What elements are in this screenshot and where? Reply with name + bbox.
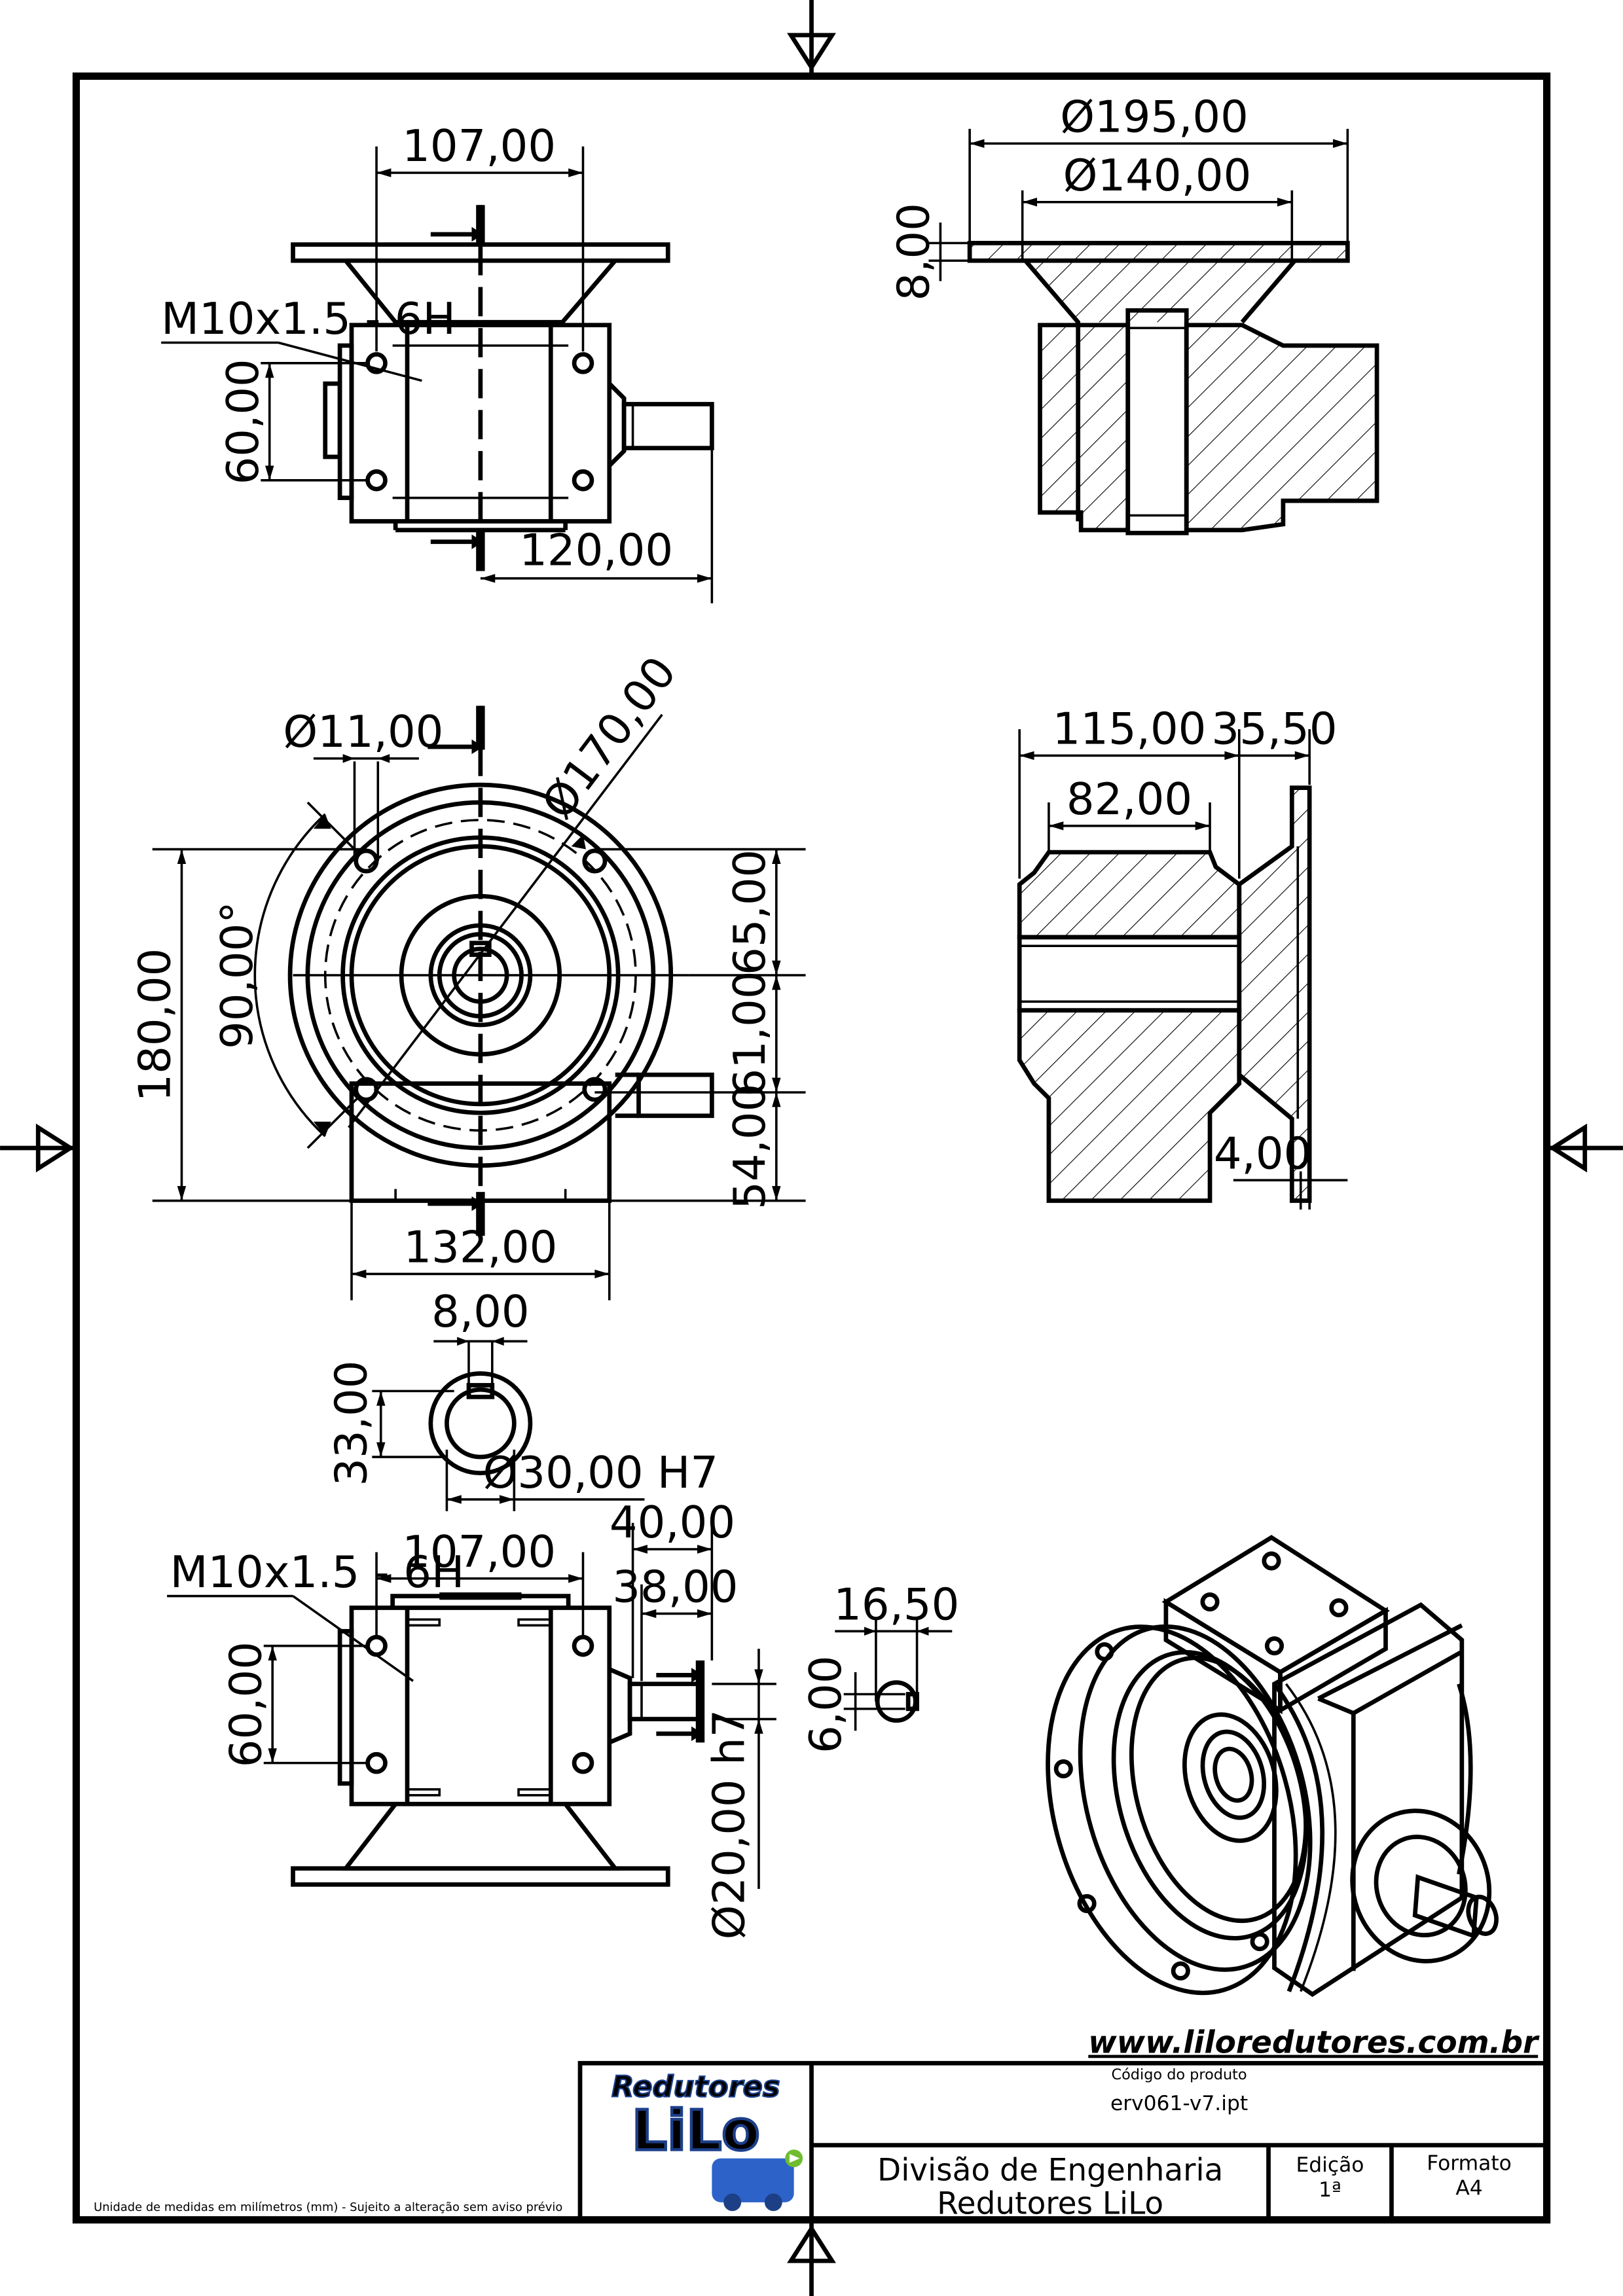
bottom-hole-spacing-dimension: 60,00 [220, 1641, 271, 1767]
top-width-dimension: 107,00 [402, 120, 556, 171]
bore-detail-view: 8,00 33,00 Ø30,00 H7 [325, 1286, 718, 1511]
shaft-key-width-dimension: 6,00 [800, 1655, 851, 1753]
top-thread-callout: M10x1.5 - 6H [161, 293, 456, 344]
units-note: Unidade de medidas em milímetros (mm) - … [94, 2200, 562, 2214]
top-hole-spacing-dimension: 60,00 [217, 359, 268, 484]
bottom-shaft-diameter-dimension: Ø20,00 h7 [704, 1710, 755, 1940]
front-upper-dimension: 65,00 [724, 850, 775, 975]
company-logo: Redutores LiLo [611, 2069, 803, 2212]
side-flange-plate-dimension: 4,00 [1214, 1128, 1311, 1179]
shaft-key-length-dimension: 16,50 [833, 1579, 959, 1630]
bottom-shaft-38-dimension: 38,00 [612, 1562, 738, 1613]
department-line-1: Divisão de Engenharia [877, 2152, 1223, 2188]
edition-value: 1ª [1319, 2178, 1341, 2202]
website-url[interactable]: www.liloredutores.com.br [1088, 2025, 1540, 2061]
front-middle-dimension: 61,00 [724, 971, 775, 1096]
product-code-label: Código do produto [1112, 2066, 1247, 2083]
shaft-key-detail: 16,50 6,00 [800, 1579, 959, 1753]
side-body-dimension: 82,00 [1067, 774, 1192, 825]
logo-text-main: LiLo [632, 2098, 760, 2163]
gear-motor-icon [712, 2158, 794, 2202]
front-width-dimension: 132,00 [403, 1222, 557, 1273]
flange-thickness-dimension: 8,00 [888, 203, 939, 300]
bore-key-depth-dimension: 33,00 [325, 1361, 376, 1486]
title-block: Redutores LiLo Código do produto erv061-… [76, 2060, 1549, 2223]
format-label: Formato [1427, 2152, 1512, 2176]
logo-text-top: Redutores [611, 2070, 780, 2104]
front-hole-dimension: Ø11,00 [283, 706, 443, 757]
flange-outer-dimension: Ø195,00 [1060, 91, 1249, 142]
front-lower-dimension: 54,00 [724, 1084, 775, 1210]
bottom-view: 107,00 M10x1.5 - 6H 60,00 40,00 38,00 Ø2… [167, 1497, 776, 1939]
product-code: erv061-v7.ipt [1110, 2092, 1248, 2115]
bottom-thread-callout: M10x1.5 - 6H [170, 1547, 465, 1598]
top-view: 107,00 M10x1.5 - 6H 60,00 120,00 [161, 120, 714, 603]
bore-key-width-dimension: 8,00 [431, 1286, 529, 1337]
format-value: A4 [1455, 2177, 1482, 2200]
front-bolt-circle-dimension: Ø170,00 [532, 647, 686, 829]
isometric-view [1046, 1535, 1499, 1998]
bore-diameter-dimension: Ø30,00 H7 [483, 1447, 718, 1498]
side-flange-dimension: 35,50 [1211, 704, 1337, 755]
edition-label: Edição [1296, 2153, 1364, 2177]
top-shaft-reach-dimension: 120,00 [519, 525, 673, 576]
side-section-view: 115,00 35,50 82,00 4,00 [1017, 704, 1348, 1210]
front-angle-dimension: 90,00° [211, 901, 263, 1049]
side-length-dimension: 115,00 [1053, 704, 1207, 755]
front-height-dimension: 180,00 [130, 948, 181, 1102]
department-line-2: Redutores LiLo [937, 2186, 1163, 2222]
bottom-shaft-40-dimension: 40,00 [610, 1497, 735, 1548]
front-view: Ø170,00 Ø11,00 90,00° 180,00 65,00 61,00… [130, 647, 806, 1300]
section-view: Ø195,00 Ø140,00 8,00 [888, 91, 1379, 535]
bottom-width-dimension: 107,00 [402, 1526, 556, 1577]
flange-pilot-dimension: Ø140,00 [1063, 150, 1252, 201]
